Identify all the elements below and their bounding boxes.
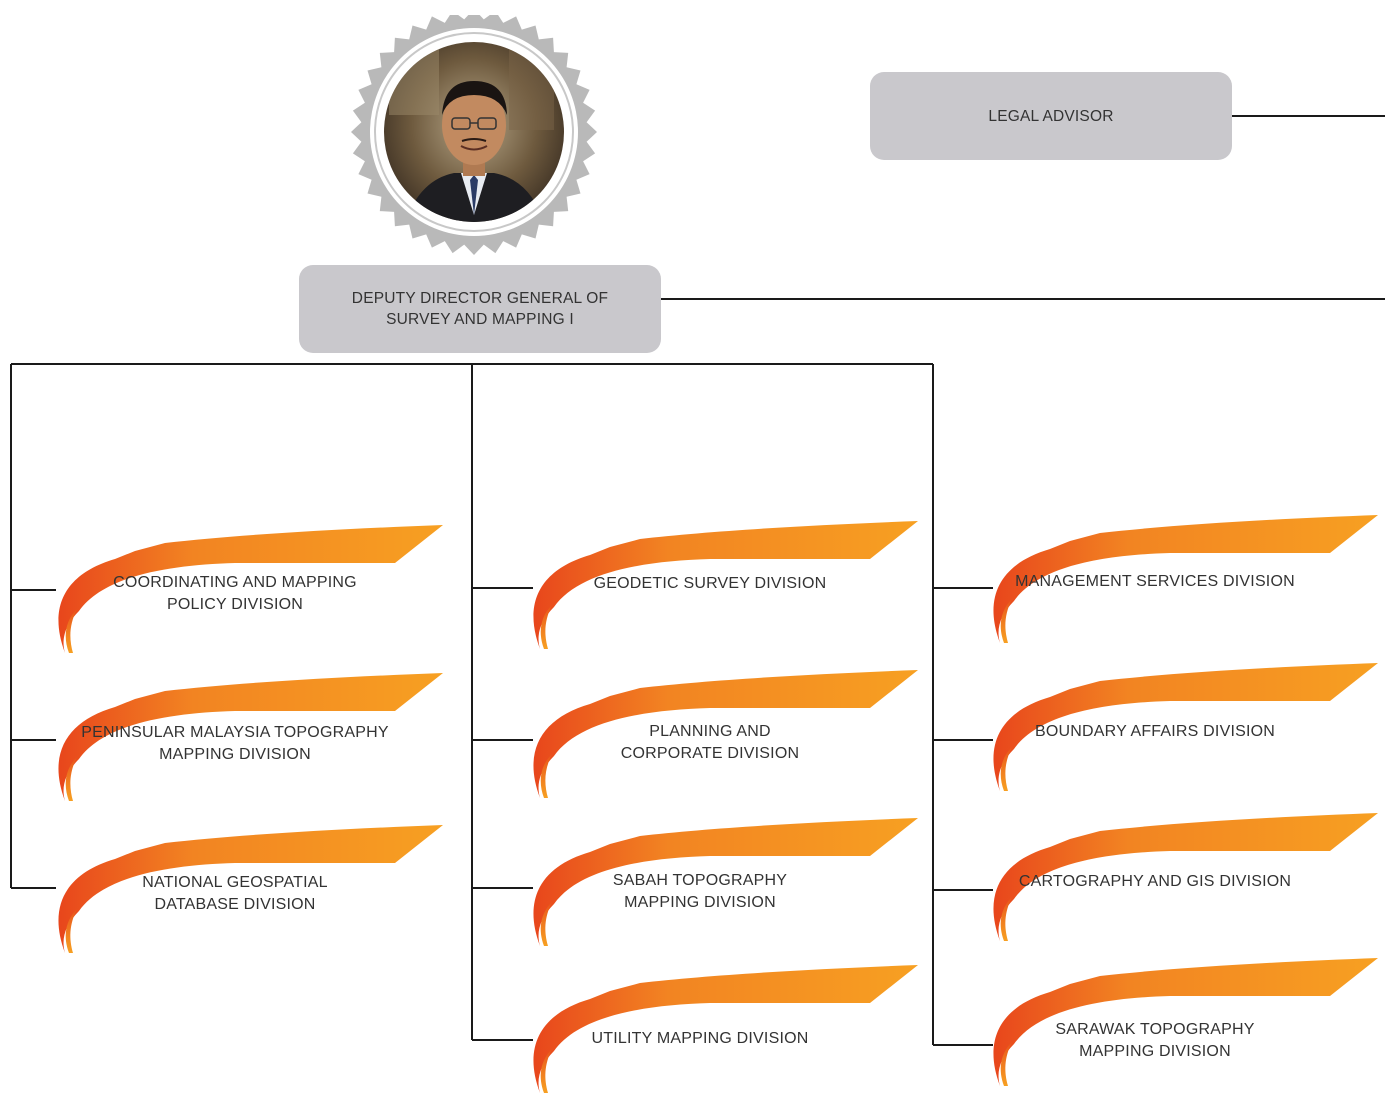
division-peninsular-topography: PENINSULAR MALAYSIA TOPOGRAPHY MAPPING D… <box>55 673 445 813</box>
division-label: NATIONAL GEOSPATIAL DATABASE DIVISION <box>142 874 328 913</box>
division-sarawak-topography: SARAWAK TOPOGRAPHY MAPPING DIVISION <box>990 958 1380 1098</box>
deputy-director-label: DEPUTY DIRECTOR GENERAL OF SURVEY AND MA… <box>351 290 609 328</box>
division-label: PLANNING AND CORPORATE DIVISION <box>620 723 800 762</box>
division-sabah-topography: SABAH TOPOGRAPHY MAPPING DIVISION <box>530 818 920 958</box>
legal-advisor-box: LEGAL ADVISOR <box>870 72 1232 160</box>
portrait-badge <box>351 15 597 255</box>
division-boundary-affairs: BOUNDARY AFFAIRS DIVISION <box>990 663 1380 803</box>
division-label: GEODETIC SURVEY DIVISION <box>593 575 827 592</box>
division-utility-mapping: UTILITY MAPPING DIVISION <box>530 965 920 1105</box>
division-management-services: MANAGEMENT SERVICES DIVISION <box>990 515 1380 655</box>
division-cartography-gis: CARTOGRAPHY AND GIS DIVISION <box>990 813 1380 953</box>
division-geodetic-survey: GEODETIC SURVEY DIVISION <box>530 521 920 661</box>
portrait-photo <box>384 42 564 222</box>
division-label: SARAWAK TOPOGRAPHY MAPPING DIVISION <box>1055 1021 1255 1060</box>
division-label: CARTOGRAPHY AND GIS DIVISION <box>1018 873 1292 890</box>
division-label: COORDINATING AND MAPPING POLICY DIVISION <box>113 574 357 613</box>
division-coordinating-mapping-policy: COORDINATING AND MAPPING POLICY DIVISION <box>55 525 445 665</box>
division-label: UTILITY MAPPING DIVISION <box>591 1030 809 1047</box>
deputy-director-box: DEPUTY DIRECTOR GENERAL OF SURVEY AND MA… <box>299 265 661 353</box>
division-label: PENINSULAR MALAYSIA TOPOGRAPHY MAPPING D… <box>81 724 389 763</box>
division-label: SABAH TOPOGRAPHY MAPPING DIVISION <box>612 872 788 911</box>
legal-advisor-label: LEGAL ADVISOR <box>988 107 1114 125</box>
division-label: BOUNDARY AFFAIRS DIVISION <box>1034 723 1276 740</box>
division-label: MANAGEMENT SERVICES DIVISION <box>1015 573 1295 590</box>
division-national-geospatial-database: NATIONAL GEOSPATIAL DATABASE DIVISION <box>55 825 445 965</box>
division-planning-corporate: PLANNING AND CORPORATE DIVISION <box>530 670 920 810</box>
